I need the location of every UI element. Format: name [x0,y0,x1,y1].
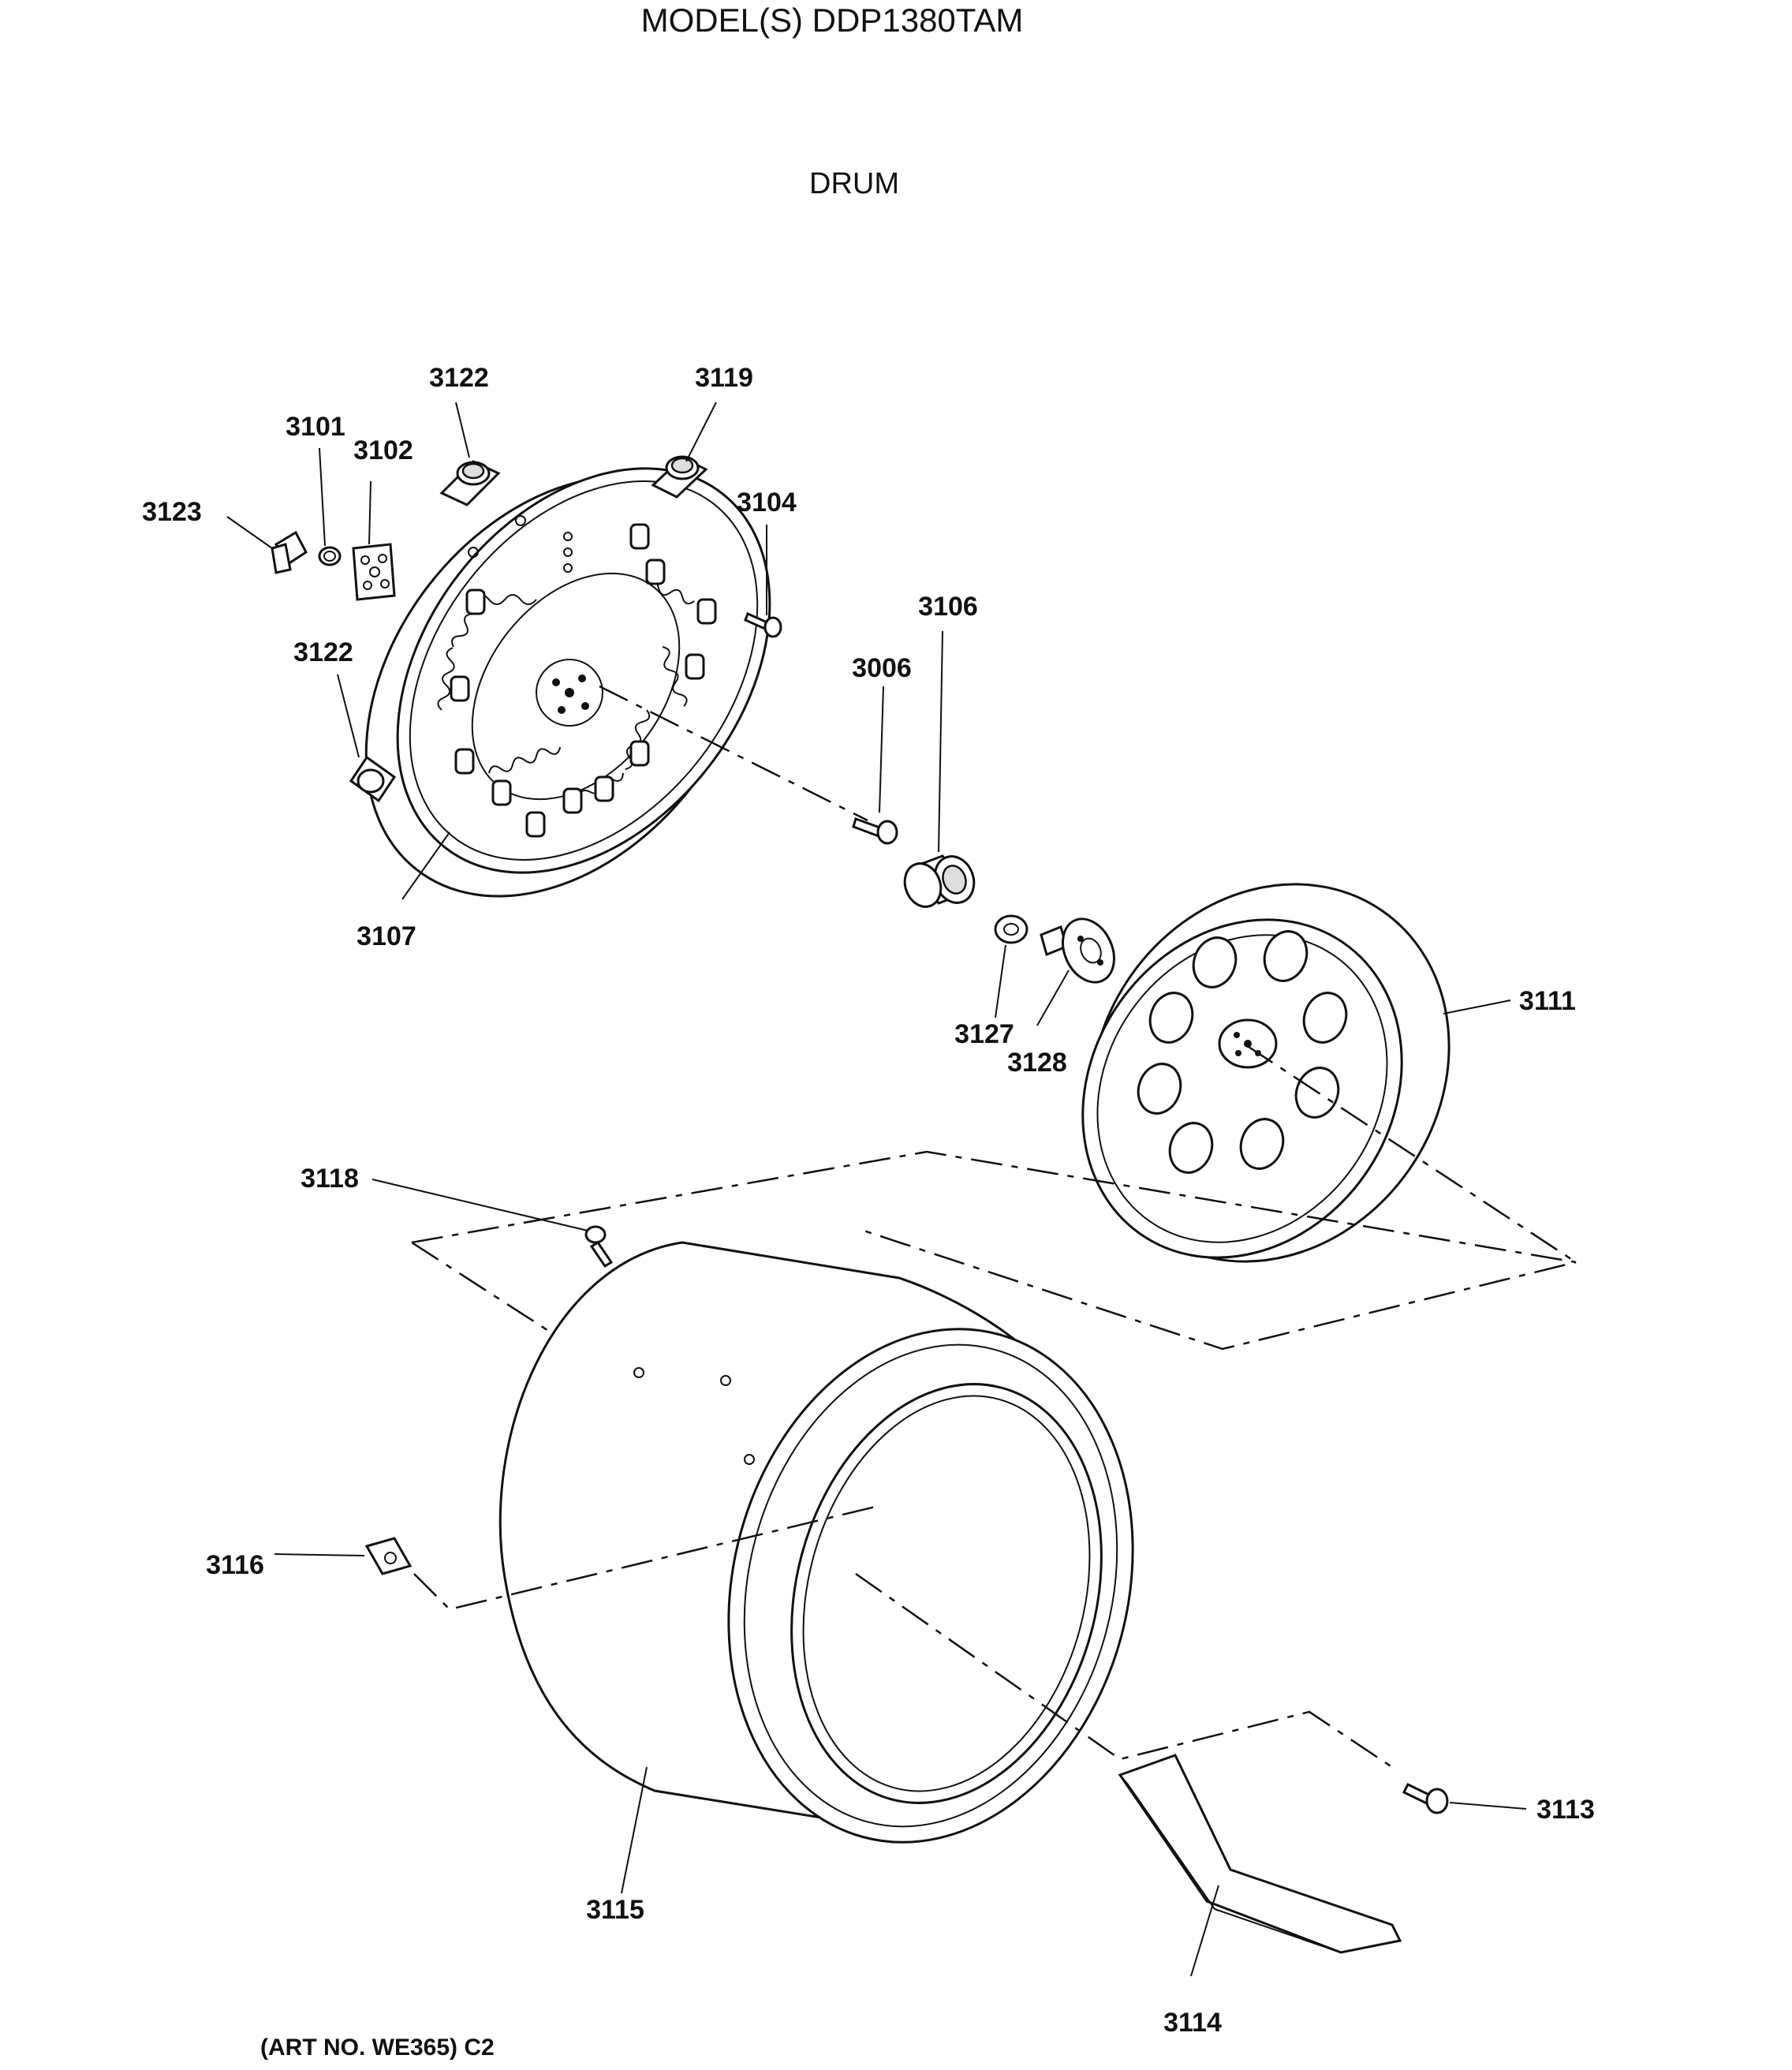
part-3111-drum-back-panel [1081,883,1450,1263]
label-3104: 3104 [737,488,797,518]
label-3119: 3119 [695,363,753,393]
part-3128-shaft-hub [1040,917,1115,984]
label-3111: 3111 [1519,986,1576,1016]
part-3127-washer [994,914,1029,944]
label-3102: 3102 [353,435,413,465]
part-3104-screw [744,611,782,638]
section-title: DRUM [809,167,899,200]
label-3115: 3115 [586,1895,644,1925]
label-3118: 3118 [301,1164,359,1194]
label-3107: 3107 [357,921,416,951]
label-3122-top: 3122 [429,363,489,393]
part-3101 [318,546,342,566]
rear-bulkhead-3107 [364,467,771,898]
art-number: (ART NO. WE365) C2 [260,2035,495,2061]
label-3114: 3114 [1163,2008,1222,2038]
part-3122-top-bracket [439,460,501,506]
leader-lines [226,402,1527,1977]
part-3119-top-bracket [651,455,708,499]
part-3115-drum [498,1241,1134,1844]
label-3127: 3127 [954,1019,1014,1049]
part-3113-screw [1402,1783,1449,1814]
model-title: MODEL(S) DDP1380TAM [641,2,1024,39]
part-3123-clip [271,530,308,574]
part-3114-baffle [1118,1754,1402,1954]
part-3102-plate [352,543,396,601]
label-3106: 3106 [918,592,978,622]
label-3123: 3123 [142,497,202,527]
label-3128: 3128 [1007,1048,1067,1078]
part-3106-bearing [903,854,976,908]
label-3101: 3101 [286,412,345,442]
label-3116: 3116 [206,1550,264,1580]
label-3006: 3006 [852,653,912,683]
part-3006-screw [852,817,898,845]
part-3118-screw [584,1225,614,1269]
label-3113: 3113 [1536,1795,1595,1825]
part-3116-clip [364,1537,413,1575]
part-3122-lower-bracket [349,755,397,803]
label-3122-lower: 3122 [293,637,353,667]
